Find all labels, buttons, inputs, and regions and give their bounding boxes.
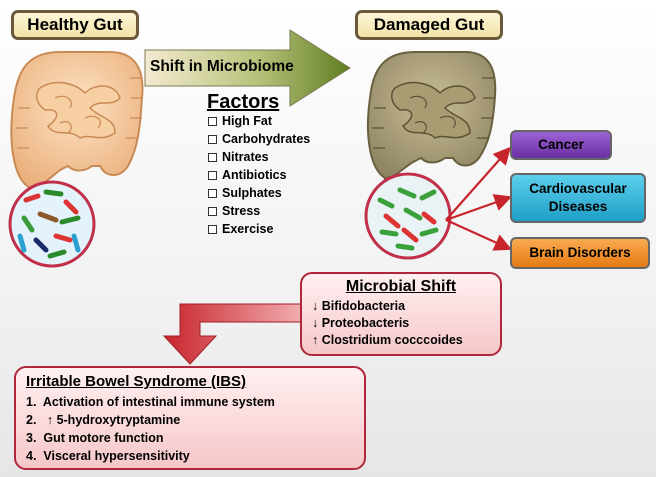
factors-title: Factors [207,91,280,113]
checkbox-icon [208,188,217,198]
factor-item: Antibiotics [208,166,310,184]
shift-arrow [144,29,351,107]
checkbox-icon [208,224,217,234]
shift-label: Shift in Microbiome [150,58,294,75]
microbial-shift-line: ↑ Clostridium cocccoides [312,333,463,347]
factor-item: Nitrates [208,148,310,166]
factor-item: Carbohydrates [208,130,310,148]
healthy-gut-image [10,51,144,214]
factor-item: High Fat [208,112,310,130]
brain-disorders-box: Brain Disorders [510,237,650,269]
cardiovascular-label: Cardiovascular Diseases [529,181,627,214]
factor-item: Sulphates [208,184,310,202]
factor-item: Stress [208,202,310,220]
cancer-label: Cancer [538,137,584,152]
disease-arrows [445,146,513,251]
checkbox-icon [208,206,217,216]
factor-item: Exercise [208,220,310,238]
damaged-gut-label: Damaged Gut [355,10,503,40]
brain-disorders-label: Brain Disorders [529,245,631,260]
ibs-item: 4. Visceral hypersensitivity [26,449,190,463]
cancer-box: Cancer [510,130,612,160]
microbial-shift-title: Microbial Shift [345,278,457,295]
cardiovascular-box: Cardiovascular Diseases [510,173,646,223]
ibs-arrow [162,303,309,365]
factors-list: High Fat Carbohydrates Nitrates Antibiot… [208,112,310,238]
checkbox-icon [208,170,217,180]
ibs-item: 1. Activation of intestinal immune syste… [26,395,275,409]
damaged-bacteria-circle [364,172,452,260]
microbial-shift-line: ↓ Bifidobacteria [312,299,406,313]
checkbox-icon [208,152,217,162]
ibs-item: 3. Gut motore function [26,431,164,445]
ibs-box: Irritable Bowel Syndrome (IBS) 1. Activa… [14,366,366,470]
ibs-title: Irritable Bowel Syndrome (IBS) [26,373,247,390]
healthy-bacteria-circle [8,180,96,268]
checkbox-icon [208,134,217,144]
microbial-shift-box: Microbial Shift ↓ Bifidobacteria ↓ Prote… [300,272,502,356]
checkbox-icon [208,116,217,126]
microbial-shift-line: ↓ Proteobacteris [312,316,410,330]
ibs-item: 2. ↑ 5-hydroxytryptamine [26,413,181,427]
healthy-gut-label: Healthy Gut [11,10,139,40]
